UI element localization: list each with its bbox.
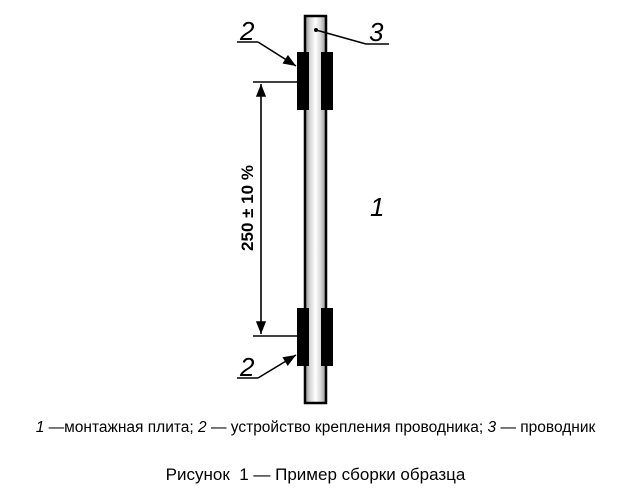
dimension-value: 250 ± 10 %	[238, 165, 257, 251]
clamp-top	[297, 52, 333, 110]
label-clamp-top: 2	[240, 16, 255, 46]
label-clamp-bottom: 2	[240, 352, 255, 382]
legend-sep-1: —	[44, 419, 65, 436]
legend-text-2: устройство крепления проводника;	[230, 419, 488, 436]
figure-caption: Рисунок 1 — Пример сборки образца	[165, 465, 466, 484]
legend-sep-3: —	[496, 419, 521, 436]
figure-legend: 1 —монтажная плита; 2 — устройство крепл…	[0, 420, 631, 436]
legend-num-3: 3	[487, 419, 497, 436]
specimen-assembly-diagram: 2 2 3 1 250 ± 10 %	[237, 14, 389, 405]
legend-text-3: проводник	[520, 419, 596, 436]
leader-lines	[237, 29, 389, 379]
legend-num-1: 1	[35, 419, 45, 436]
legend-text-1: монтажная плита;	[64, 419, 199, 436]
legend-num-2: 2	[198, 419, 207, 436]
dimension-lines	[253, 81, 297, 337]
legend-sep-2: —	[206, 419, 231, 436]
clamp-bottom	[297, 308, 333, 366]
conductor-rod	[303, 14, 328, 405]
conductor-pointer-dot	[314, 28, 318, 32]
label-conductor: 3	[369, 17, 384, 47]
label-mounting-plate: 1	[370, 192, 385, 222]
